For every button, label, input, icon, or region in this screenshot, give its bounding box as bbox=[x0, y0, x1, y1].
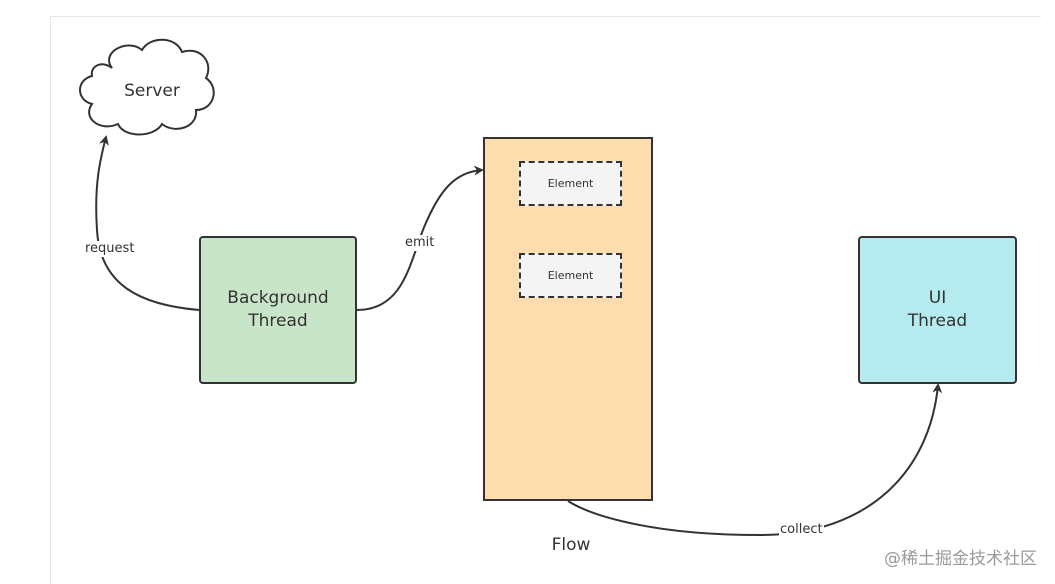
ui-thread-label-line-1: UI bbox=[928, 288, 947, 308]
flow-element-2: Element bbox=[519, 253, 622, 298]
emit-connector bbox=[356, 165, 484, 311]
collect-connector bbox=[567, 383, 943, 537]
server-label: Server bbox=[124, 81, 180, 101]
ui-thread-box: UI Thread bbox=[858, 236, 1017, 384]
background-thread-box: Background Thread bbox=[199, 236, 357, 384]
flow-caption: Flow bbox=[551, 535, 591, 555]
emit-edge-label: emit bbox=[404, 235, 436, 251]
background-thread-label-line-1: Background bbox=[227, 288, 329, 308]
collect-edge-label: collect bbox=[779, 522, 824, 538]
server-cloud-shape bbox=[79, 38, 215, 136]
ui-thread-label-line-2: Thread bbox=[907, 311, 968, 331]
flow-box bbox=[483, 137, 653, 501]
watermark: @稀土掘金技术社区 bbox=[884, 549, 1037, 569]
request-edge-label: request bbox=[84, 241, 136, 257]
background-thread-label-line-2: Thread bbox=[248, 311, 308, 331]
request-connector bbox=[95, 135, 200, 311]
flow-element-1: Element bbox=[519, 161, 622, 206]
